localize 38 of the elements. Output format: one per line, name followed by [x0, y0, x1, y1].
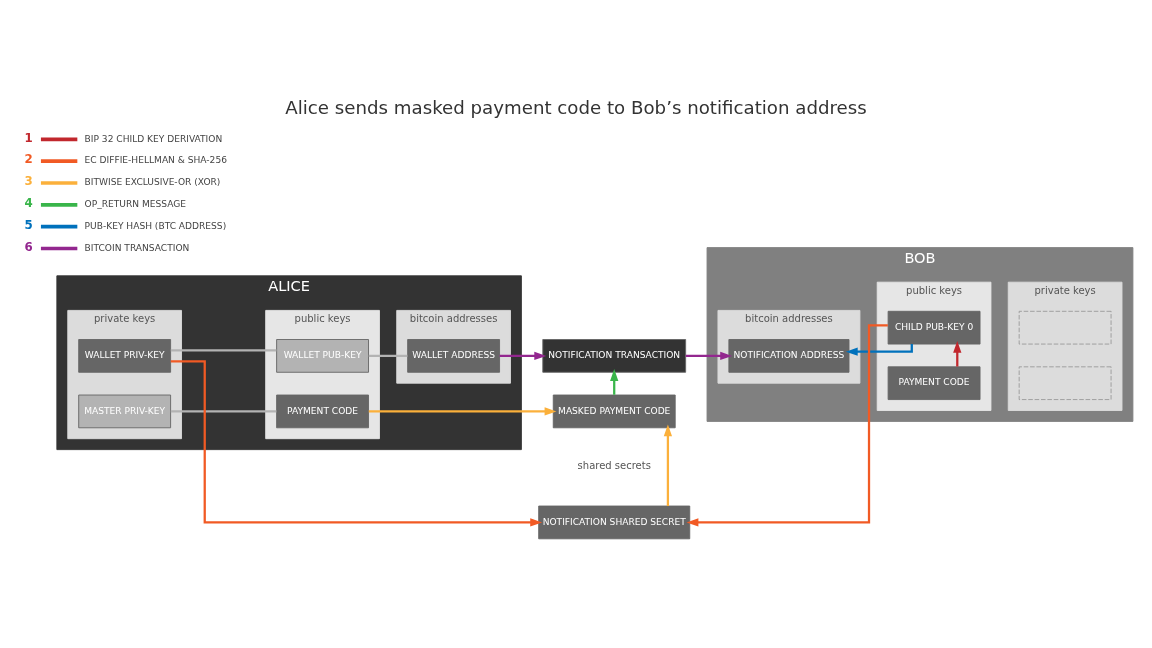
- node-box: WALLET PRIV-KEY: [78, 338, 172, 373]
- arrow: [368, 406, 557, 416]
- label: 1: [24, 130, 33, 144]
- label: 3: [24, 173, 33, 188]
- label: 5: [24, 217, 33, 232]
- connector: [170, 348, 277, 352]
- connector: [170, 409, 277, 413]
- label: 4: [24, 195, 33, 210]
- arrow: [845, 343, 913, 356]
- node-box: NOTIFICATION ADDRESS: [728, 338, 850, 373]
- node-box: WALLET ADDRESS: [407, 338, 500, 373]
- node-box: MASTER PRIV-KEY: [78, 394, 172, 428]
- node-box: MASKED PAYMENT CODE: [552, 394, 676, 428]
- legend-label: OP_RETURN MESSAGE: [84, 198, 187, 209]
- legend-label: BITWISE EXCLUSIVE-OR (XOR): [84, 176, 221, 187]
- arrow: [170, 359, 543, 527]
- diagram-title: Alice sends masked payment code to Bob’s notification address: [285, 96, 867, 118]
- arrow: [499, 351, 547, 360]
- node-box: [1018, 310, 1112, 344]
- connector: [368, 354, 408, 357]
- node-box: CHILD PUB-KEY 0: [887, 310, 981, 344]
- arrow: [686, 323, 888, 527]
- node-box: [1018, 365, 1112, 400]
- node-box: PAYMENT CODE: [276, 394, 369, 428]
- label: 6: [24, 239, 33, 254]
- label: 2: [24, 151, 33, 166]
- arrow: [663, 423, 673, 506]
- node-box: NOTIFICATION SHARED SECRET: [538, 505, 691, 539]
- arrow: [685, 351, 733, 360]
- legend-label: PUB-KEY HASH (BTC ADDRESS): [84, 220, 227, 231]
- node-box: NOTIFICATION TRANSACTION: [542, 338, 687, 373]
- legend-label: BITCOIN TRANSACTION: [84, 242, 190, 253]
- node-box: PAYMENT CODE: [887, 365, 981, 400]
- legend-label: BIP 32 CHILD KEY DERIVATION: [84, 133, 223, 144]
- node-box: WALLET PUB-KEY: [276, 338, 369, 373]
- label: shared secrets: [577, 459, 651, 471]
- legend-label: EC DIFFIE-HELLMAN & SHA-256: [84, 154, 227, 165]
- cluster: private keys: [1007, 281, 1123, 411]
